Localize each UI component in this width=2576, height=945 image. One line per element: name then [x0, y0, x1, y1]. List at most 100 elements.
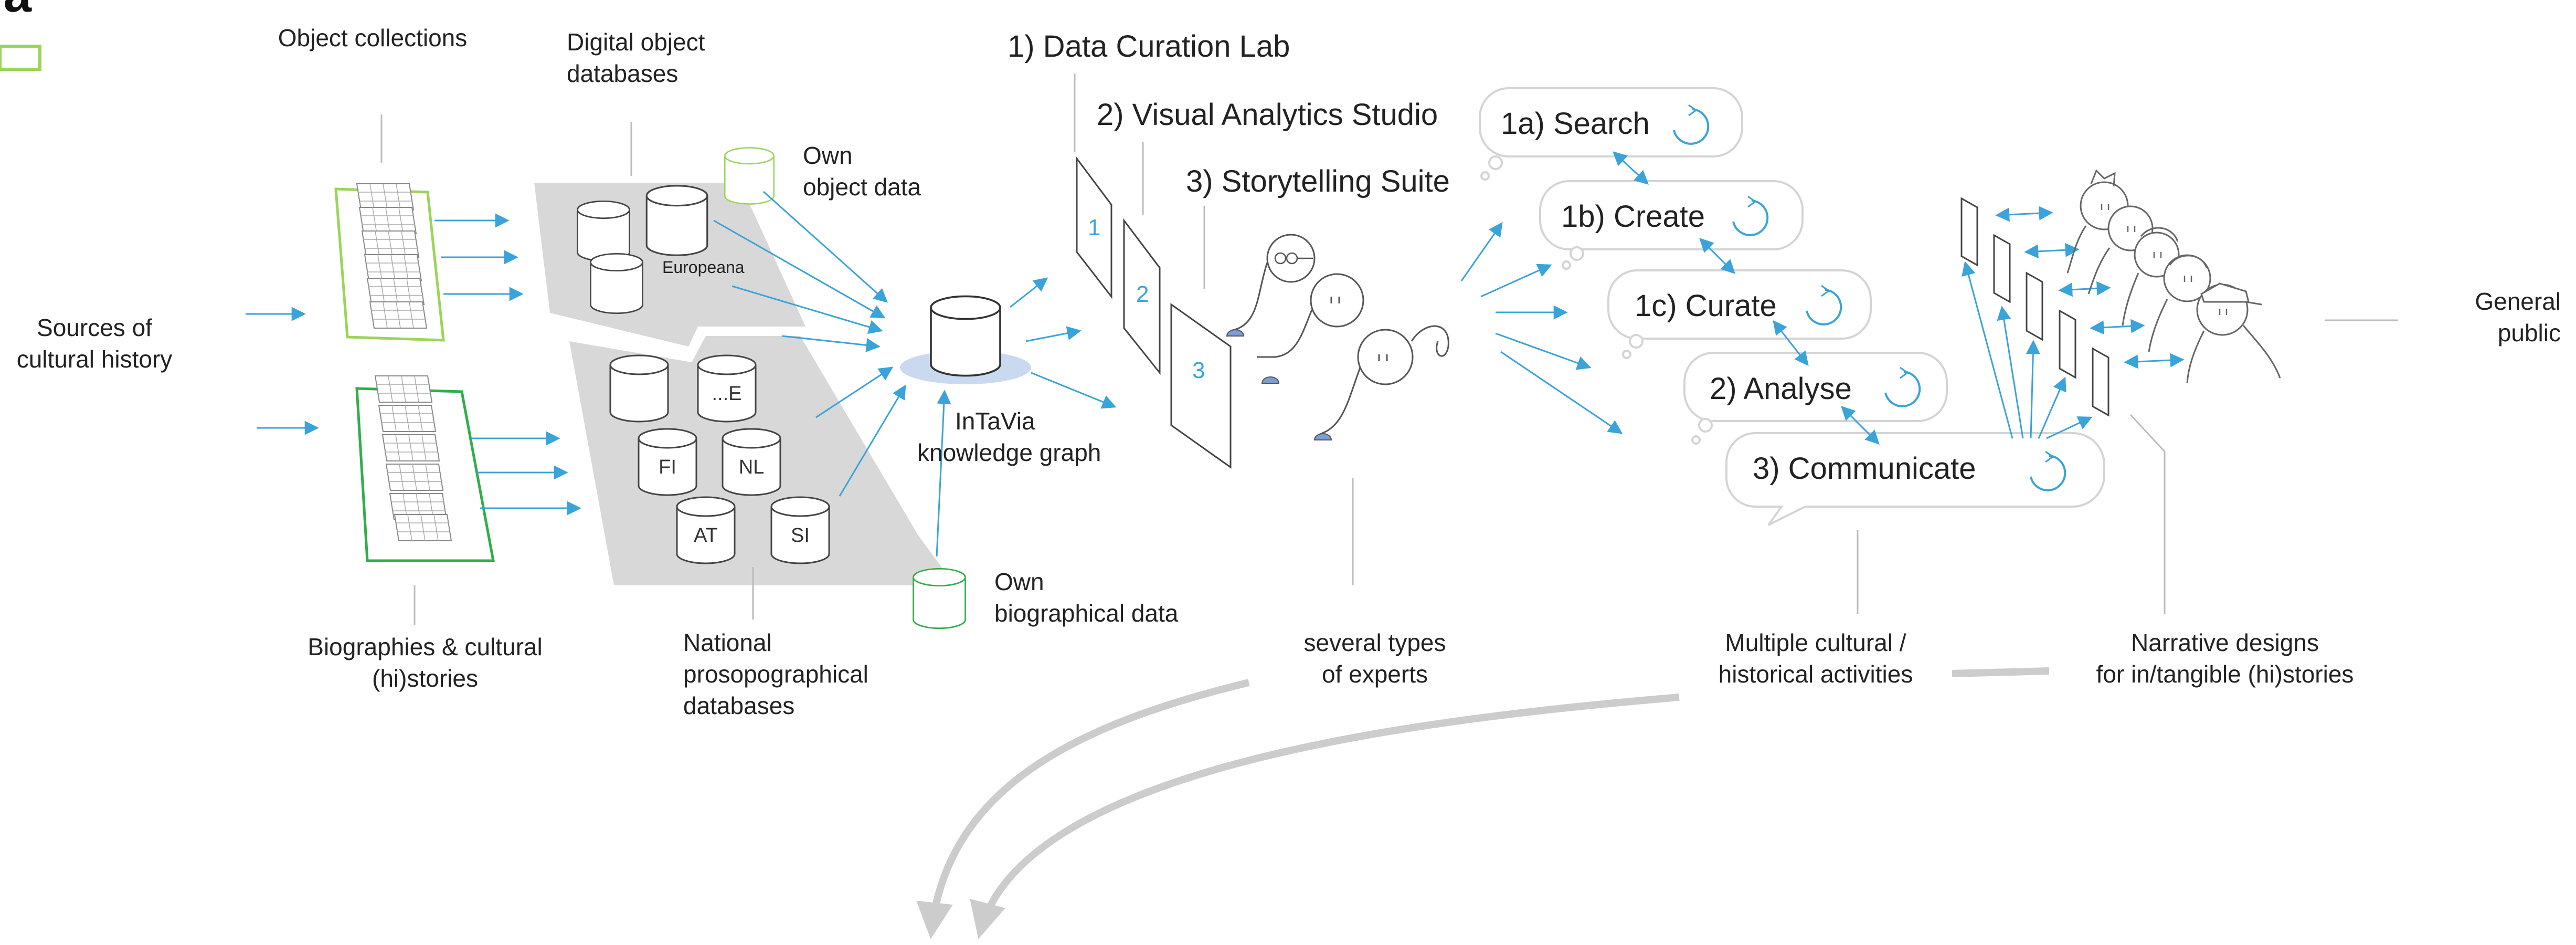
- mouse-icon-3: [1313, 433, 1332, 440]
- activities-label-line1: Multiple cultural /: [1725, 629, 1906, 656]
- knowledge-graph-group: InTaVia knowledge graph: [900, 295, 1101, 466]
- narrative-label-line1: Narrative designs: [2131, 629, 2319, 656]
- digital-object-databases-label-line2: databases: [567, 60, 678, 87]
- narrative-pointer-diag: [2129, 414, 2166, 453]
- own-object-data-label-line2: object data: [803, 173, 921, 201]
- narrative-label-line2: for in/tangible (hi)stories: [2096, 660, 2354, 688]
- tool-panel-2: [1123, 218, 1161, 375]
- mouse-icon-1: [1226, 329, 1245, 337]
- tools-group: 1) Data Curation Lab 2) Visual Analytics…: [1008, 29, 1450, 469]
- tool-data-curation-lab: 1) Data Curation Lab: [1008, 29, 1290, 64]
- expert-head-vr: [1266, 234, 1316, 283]
- object-collections-label: Object collections: [278, 24, 468, 51]
- biographies-arrows: [472, 431, 581, 516]
- tool-panel-2-number: 2: [1136, 281, 1149, 307]
- kg-output-arrows: [1010, 277, 1117, 409]
- narrative-panels: [1960, 197, 2109, 417]
- refresh-icon-communicate: [2030, 455, 2066, 491]
- public-bodies: [2066, 225, 2281, 384]
- sources-group: Sources of cultural history: [17, 307, 319, 435]
- expert-head-3: [1357, 329, 1414, 385]
- activity-link-arrows: [1613, 151, 1880, 445]
- narrative-arrows: [1962, 206, 2185, 439]
- own-biographical-data-cylinder: [913, 568, 966, 629]
- database-code-at: AT: [694, 524, 718, 547]
- own-biographical-data-group: Own biographical data: [913, 568, 1179, 629]
- object-collections-group: Object collections: [278, 24, 524, 342]
- biographies-label-line1: Biographies & cultural: [308, 633, 542, 660]
- biographies-label-line2: (hi)stories: [372, 665, 478, 692]
- activities-group: 1a) Search 1b) Create 1c) Curate 2) Anal…: [1479, 87, 2105, 526]
- own-object-data-group: Own object data: [724, 142, 921, 205]
- experts-label-line2: of experts: [1322, 660, 1428, 688]
- activities-label-line2: historical activities: [1719, 660, 1913, 688]
- database-code-fi: FI: [659, 456, 676, 478]
- database-code-nl: NL: [739, 456, 765, 478]
- activity-curate-label: 1c) Curate: [1635, 289, 1777, 323]
- experts-label-line1: several types: [1303, 629, 1446, 656]
- activity-step-create: 1b) Create: [1539, 180, 1804, 270]
- national-databases-label-line1: National: [683, 629, 772, 656]
- activity-step-curate: 1c) Curate: [1607, 269, 1872, 359]
- feedback-curves: [916, 667, 2050, 939]
- refresh-icon-curate: [1806, 289, 1842, 326]
- own-object-data-cylinder: [724, 147, 775, 205]
- vr-lens-left-icon: [1274, 252, 1287, 265]
- feedback-curve-narrative: [1952, 667, 2050, 677]
- header-green-box: [0, 45, 41, 71]
- expert-body-2: [1257, 309, 1313, 358]
- narrative-designs-group: Narrative designs for in/tangible (hi)st…: [1960, 197, 2354, 688]
- tool-panel-1: [1076, 156, 1112, 299]
- tool-visual-analytics-studio: 2) Visual Analytics Studio: [1097, 98, 1438, 132]
- tool-panel-3: [1170, 303, 1232, 469]
- object-collection-stack: [356, 183, 427, 329]
- activity-step-analyse: 2) Analyse: [1683, 352, 1948, 445]
- tool-storytelling-suite: 3) Storytelling Suite: [1186, 164, 1450, 198]
- refresh-icon-create: [1732, 200, 1769, 236]
- knowledge-graph-cylinder: [930, 295, 1001, 377]
- public-label-line1: General: [2475, 288, 2561, 315]
- activity-communicate-label: 3) Communicate: [1753, 452, 1976, 486]
- expert-head-2: [1310, 273, 1364, 328]
- europeana-label: Europeana: [662, 258, 745, 277]
- general-public-group: [2066, 169, 2281, 384]
- national-databases-group: ...E FI NL AT SI National prosopographic…: [569, 336, 955, 719]
- object-collection-arrows: [434, 213, 524, 301]
- database-code-si: SI: [791, 524, 810, 547]
- national-databases-label-line3: databases: [683, 692, 794, 719]
- tool-panel-3-number: 3: [1192, 358, 1205, 383]
- kg-input-arrows: [713, 191, 951, 557]
- expert-body-3: [1317, 367, 1361, 437]
- public-label-line2: public: [2498, 319, 2561, 346]
- activity-analyse-label: 2) Analyse: [1710, 372, 1852, 406]
- biographies-group: Biographies & cultural (hi)stories: [308, 375, 581, 692]
- refresh-icon-search: [1673, 108, 1710, 145]
- activity-step-search: 1a) Search: [1479, 87, 1743, 181]
- national-databases-label-line2: prosopographical: [683, 660, 868, 688]
- own-biographical-data-label-line1: Own: [994, 568, 1044, 595]
- mouse-icon-2: [1261, 376, 1280, 384]
- header-mark: ia: [0, 0, 32, 23]
- database-code-e: ...E: [712, 383, 741, 405]
- sources-label-line2: cultural history: [17, 345, 173, 373]
- tool-panel-1-number: 1: [1088, 215, 1100, 240]
- experts-group: [1226, 234, 1449, 440]
- biographies-stack: [375, 375, 452, 541]
- activity-step-communicate: 3) Communicate: [1725, 432, 2105, 526]
- activity-search-label: 1a) Search: [1501, 107, 1650, 141]
- expert-hair: [1411, 325, 1449, 357]
- refresh-icon-analyse: [1884, 371, 1921, 407]
- digital-object-databases-group: Digital object databases Europeana: [534, 28, 805, 346]
- own-biographical-data-label-line2: biographical data: [994, 600, 1179, 627]
- digital-object-databases-label-line1: Digital object: [567, 28, 705, 56]
- expert-body-1: [1230, 262, 1268, 332]
- own-object-data-label-line1: Own: [803, 142, 853, 169]
- feedback-curve-activities: [970, 694, 1680, 939]
- feedback-curve-experts: [916, 679, 1250, 939]
- national-database-cylinders: ...E FI NL AT SI: [609, 354, 830, 564]
- sources-label-line1: Sources of: [37, 314, 152, 341]
- expert-activity-arrows: [1460, 222, 1623, 434]
- activity-create-label: 1b) Create: [1561, 200, 1705, 234]
- knowledge-graph-label-line2: knowledge graph: [917, 439, 1101, 466]
